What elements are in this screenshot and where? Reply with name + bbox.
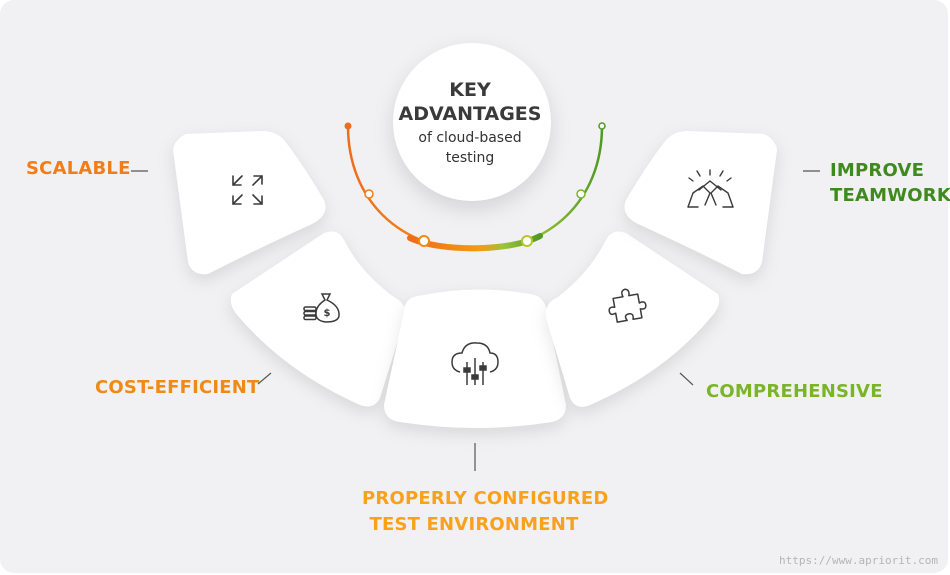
arc-node-4 — [576, 189, 586, 199]
connector-comprehensive — [679, 372, 694, 386]
svg-text:$: $ — [324, 308, 331, 319]
arc-node-1 — [364, 189, 374, 199]
label-scalable: SCALABLE — [26, 158, 131, 179]
arc-start-dot — [344, 122, 352, 130]
label-comprehensive: COMPREHENSIVE — [706, 381, 883, 402]
segment-teamwork — [624, 131, 777, 275]
arc-node-3 — [521, 235, 533, 247]
center-title: KEY ADVANTAGES of cloud-based testing — [387, 54, 553, 194]
cloud-settings-icon — [451, 342, 499, 385]
connector-cost-efficient — [257, 372, 272, 385]
handshake-icon — [687, 169, 734, 208]
label-improve-teamwork-line1: IMPROVE — [830, 160, 925, 181]
label-properly-configured-line2: TEST ENVIRONMENT — [369, 514, 579, 535]
puzzle-icon — [608, 288, 647, 323]
center-subtitle-line1: of cloud-based — [418, 130, 522, 146]
label-improve-teamwork-line2: TEAMWORK — [830, 185, 950, 206]
expand-arrows-icon — [232, 175, 263, 205]
segment-scalable — [173, 131, 326, 275]
center-title-line2: ADVANTAGES — [398, 103, 542, 125]
money-bag-icon: $ — [303, 293, 340, 323]
label-cost-efficient: COST-EFFICIENT — [95, 377, 260, 398]
center-subtitle-line2: testing — [445, 150, 495, 166]
arc-end-dot — [598, 122, 606, 130]
source-watermark: https://www.apriorit.com — [779, 554, 938, 567]
label-properly-configured: PROPERLY CONFIGURED TEST ENVIRONMENT — [362, 486, 609, 538]
label-improve-teamwork: IMPROVE TEAMWORK — [830, 158, 950, 208]
center-circle — [393, 43, 551, 201]
arc-node-2 — [418, 235, 430, 247]
center-title-line1: KEY — [449, 79, 491, 101]
label-properly-configured-line1: PROPERLY CONFIGURED — [362, 488, 609, 509]
